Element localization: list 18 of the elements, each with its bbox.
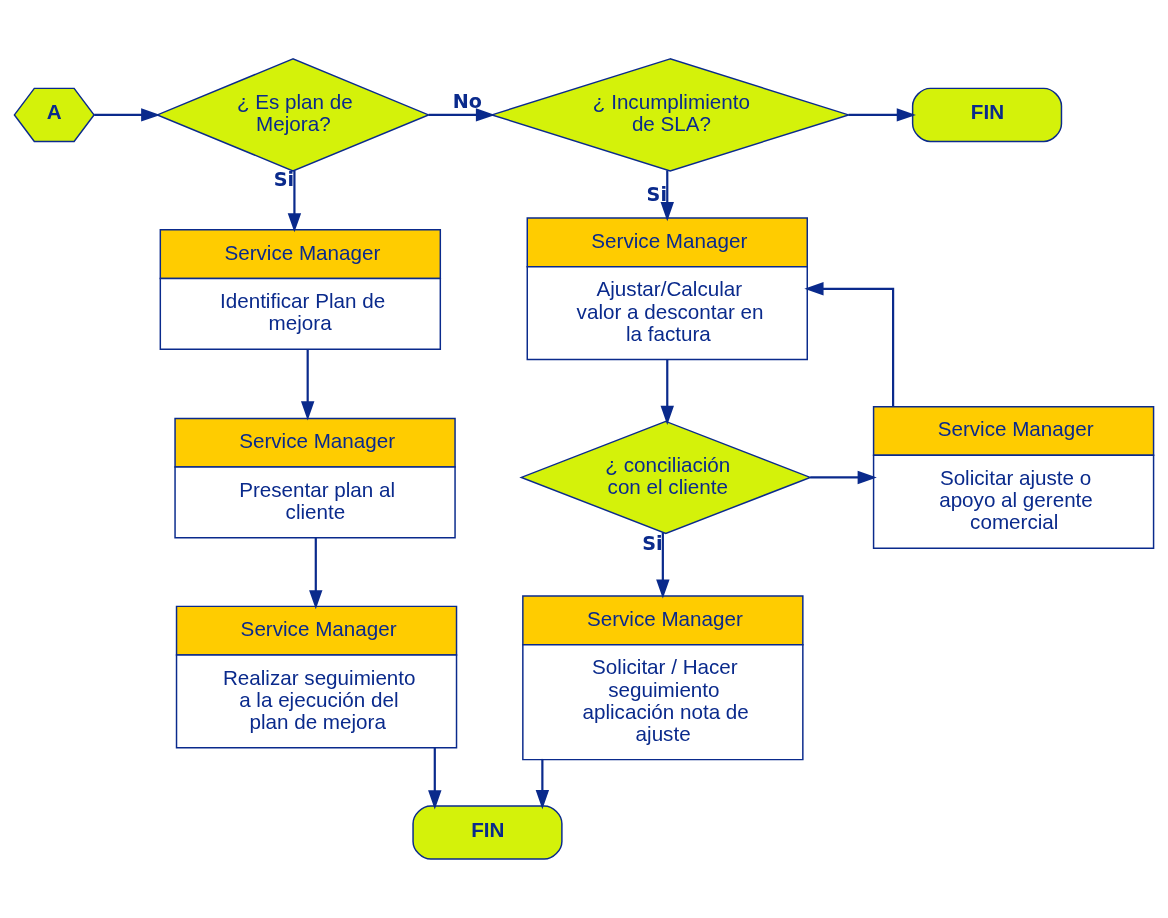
node-box: FIN	[412, 805, 563, 860]
arrow	[428, 108, 496, 122]
arrow	[309, 537, 323, 610]
node-diamond: ¿ conciliación con el cliente	[519, 420, 813, 535]
arrow	[94, 108, 161, 122]
node-box: FIN	[911, 87, 1063, 143]
arrow	[287, 170, 302, 233]
arrow	[300, 349, 315, 421]
arrow	[810, 470, 877, 485]
arrow	[535, 758, 550, 810]
edge-label: No	[452, 90, 482, 114]
arrow	[428, 748, 442, 810]
arrow	[848, 108, 916, 122]
arrow	[660, 359, 674, 425]
arrow	[804, 282, 895, 407]
arrow	[656, 532, 670, 599]
edge-label: Si	[646, 182, 667, 206]
arrow	[660, 170, 674, 222]
